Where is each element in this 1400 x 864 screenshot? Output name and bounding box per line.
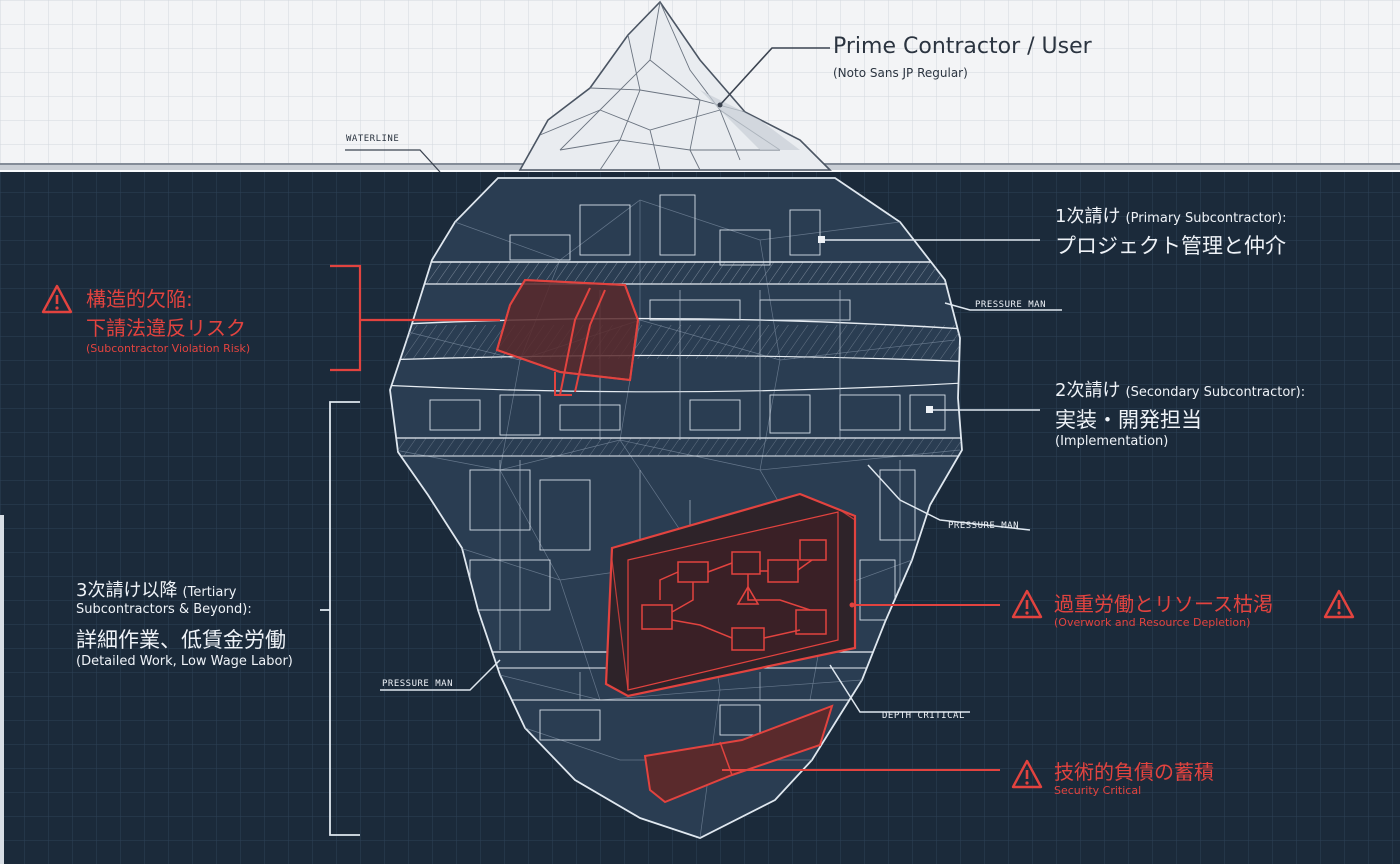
- bracket-risk: [330, 264, 500, 372]
- iceberg-body: [389, 177, 963, 839]
- pressure-label-3: PRESSURE MAN: [382, 679, 454, 689]
- waterline-label: WATERLINE: [346, 134, 400, 144]
- secondary-sub-title-jp: 2次請け: [1055, 380, 1121, 401]
- pressure-label-1: PRESSURE MAN: [975, 300, 1047, 310]
- primary-sub-title-jp: 1次請け: [1055, 206, 1121, 227]
- secondary-sub-note: (Implementation): [1055, 434, 1169, 449]
- risk-block: [495, 278, 640, 396]
- risk-note: (Subcontractor Violation Risk): [86, 342, 251, 355]
- tertiary-sub-title-en1: (Tertiary: [182, 585, 237, 600]
- secondary-sub-title: 2次請け (Secondary Subcontractor):: [1055, 376, 1305, 402]
- tertiary-sub-description: 詳細作業、低賃金労働: [76, 628, 286, 652]
- tech-debt-note: Security Critical: [1054, 784, 1142, 797]
- bracket-tertiary: [320, 401, 360, 836]
- secondary-sub-title-en: (Secondary Subcontractor):: [1125, 385, 1306, 400]
- primary-sub-title: 1次請け (Primary Subcontractor):: [1055, 202, 1286, 228]
- iceberg-tip: [518, 0, 832, 171]
- prime-contractor-title: Prime Contractor / User: [833, 34, 1092, 59]
- warning-triangle-icon: [1011, 759, 1043, 789]
- risk-description: 下請法違反リスク: [86, 316, 246, 340]
- warning-triangle-icon: [1323, 589, 1355, 619]
- overwork-block: [604, 492, 857, 698]
- tertiary-sub-title-jp: 3次請け以降: [76, 580, 178, 601]
- tertiary-sub-title: 3次請け以降 (Tertiary: [76, 576, 236, 602]
- depth-critical-label: DEPTH CRITICAL: [882, 711, 965, 721]
- overwork-title: 過重労働とリソース枯渇: [1054, 592, 1273, 616]
- primary-sub-title-en: (Primary Subcontractor):: [1125, 211, 1287, 226]
- secondary-sub-description: 実装・開発担当: [1055, 408, 1202, 432]
- leader-prime: [719, 47, 830, 106]
- risk-title: 構造的欠陥:: [86, 287, 193, 311]
- primary-sub-description: プロジェクト管理と仲介: [1055, 234, 1286, 258]
- tertiary-sub-title-en2: Subcontractors & Beyond):: [76, 602, 252, 617]
- leader-waterline: [345, 149, 441, 173]
- warning-triangle-icon: [1011, 589, 1043, 619]
- leaders-right: [380, 239, 1062, 713]
- warning-triangle-icon: [41, 284, 73, 314]
- tertiary-sub-note: (Detailed Work, Low Wage Labor): [76, 654, 293, 669]
- tech-debt-title: 技術的負債の蓄積: [1054, 760, 1214, 784]
- pressure-label-2: PRESSURE MAN: [948, 521, 1020, 531]
- prime-contractor-subtitle: (Noto Sans JP Regular): [833, 66, 968, 80]
- leaders-red: [722, 604, 1000, 771]
- overwork-note: (Overwork and Resource Depletion): [1054, 616, 1251, 629]
